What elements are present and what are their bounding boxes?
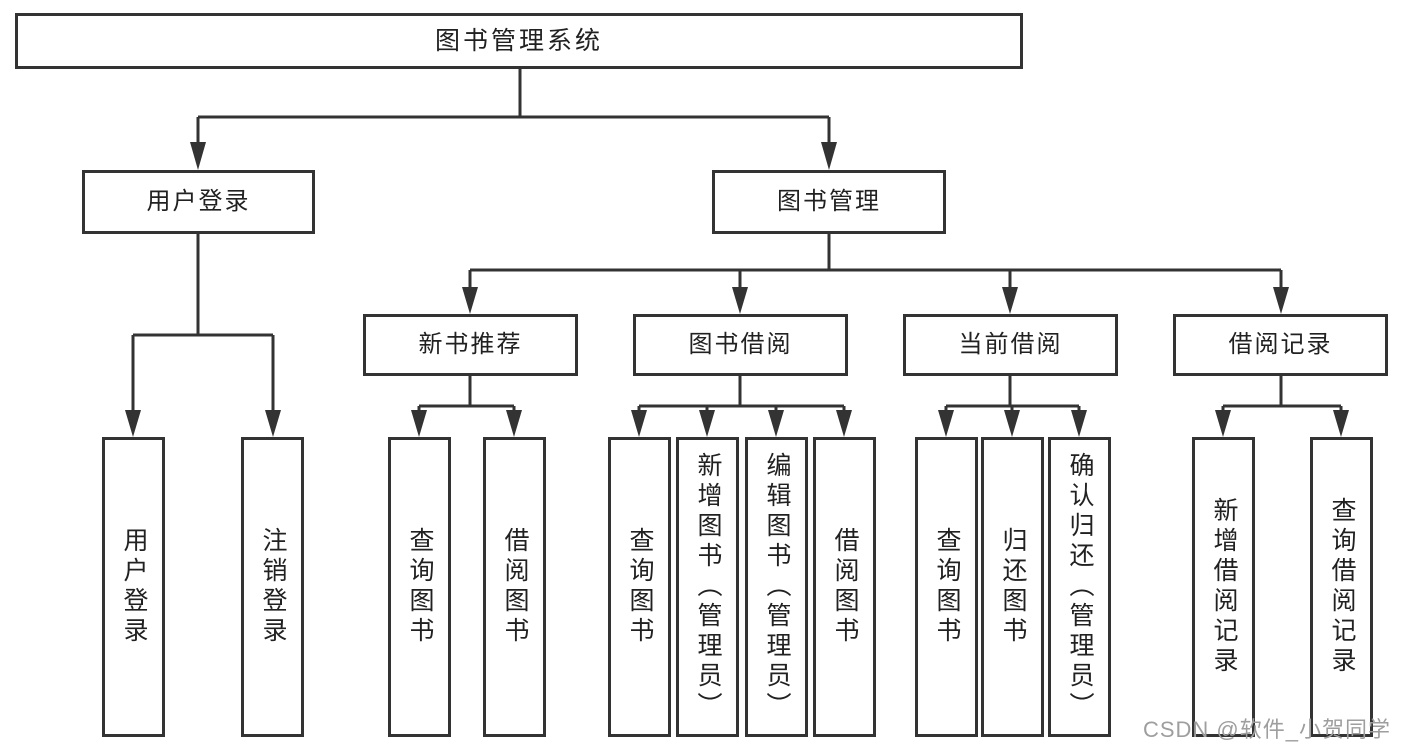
leaf-label: 编辑图书（管理员） bbox=[763, 452, 791, 722]
node-user-login: 用户登录 bbox=[82, 170, 315, 234]
leaf-add-books-admin: 新增图书（管理员） bbox=[676, 437, 739, 737]
leaf-user-login: 用户登录 bbox=[102, 437, 165, 737]
leaf-query-books-current: 查询图书 bbox=[915, 437, 978, 737]
node-book-borrowing: 图书借阅 bbox=[633, 314, 848, 376]
watermark: CSDN @软件_小贺同学 bbox=[1142, 717, 1391, 742]
node-label: 借阅记录 bbox=[1228, 331, 1333, 358]
leaf-borrow-books-recommend: 借阅图书 bbox=[483, 437, 546, 737]
node-current-borrowing: 当前借阅 bbox=[903, 314, 1118, 376]
leaf-label: 查询图书 bbox=[406, 527, 434, 647]
node-book-management: 图书管理 bbox=[712, 170, 946, 234]
node-label: 图书借阅 bbox=[688, 331, 793, 358]
leaf-edit-books-admin: 编辑图书（管理员） bbox=[745, 437, 808, 737]
tree-connectors bbox=[131, 69, 1343, 412]
leaf-query-books-recommend: 查询图书 bbox=[388, 437, 451, 737]
leaf-query-books-borrow: 查询图书 bbox=[608, 437, 671, 737]
node-new-book-recommendation: 新书推荐 bbox=[363, 314, 578, 376]
leaf-query-borrow-record: 查询借阅记录 bbox=[1310, 437, 1373, 737]
leaf-label: 借阅图书 bbox=[501, 527, 529, 647]
leaf-label: 查询图书 bbox=[626, 527, 654, 647]
leaf-logout: 注销登录 bbox=[241, 437, 304, 737]
node-label: 图书管理 bbox=[777, 188, 881, 215]
leaf-label: 查询图书 bbox=[933, 527, 961, 647]
leaf-label: 查询借阅记录 bbox=[1328, 497, 1356, 677]
leaf-label: 归还图书 bbox=[999, 527, 1027, 647]
leaf-add-borrow-record: 新增借阅记录 bbox=[1192, 437, 1255, 737]
leaf-label: 借阅图书 bbox=[831, 527, 859, 647]
node-library-management-system: 图书管理系统 bbox=[15, 13, 1023, 69]
node-label: 新书推荐 bbox=[418, 331, 523, 358]
node-label: 当前借阅 bbox=[958, 331, 1063, 358]
leaf-label: 新增图书（管理员） bbox=[694, 452, 722, 722]
node-label: 图书管理系统 bbox=[434, 26, 603, 55]
leaf-label: 确认归还（管理员） bbox=[1066, 452, 1094, 722]
leaf-return-books: 归还图书 bbox=[981, 437, 1044, 737]
leaf-label: 注销登录 bbox=[259, 527, 287, 647]
leaf-confirm-return-admin: 确认归还（管理员） bbox=[1048, 437, 1111, 737]
node-label: 用户登录 bbox=[146, 188, 251, 215]
leaf-label: 新增借阅记录 bbox=[1210, 497, 1238, 677]
leaf-borrow-books: 借阅图书 bbox=[813, 437, 876, 737]
leaf-label: 用户登录 bbox=[120, 527, 148, 647]
node-borrowing-records: 借阅记录 bbox=[1173, 314, 1388, 376]
arrowhead-icons bbox=[125, 142, 1349, 437]
